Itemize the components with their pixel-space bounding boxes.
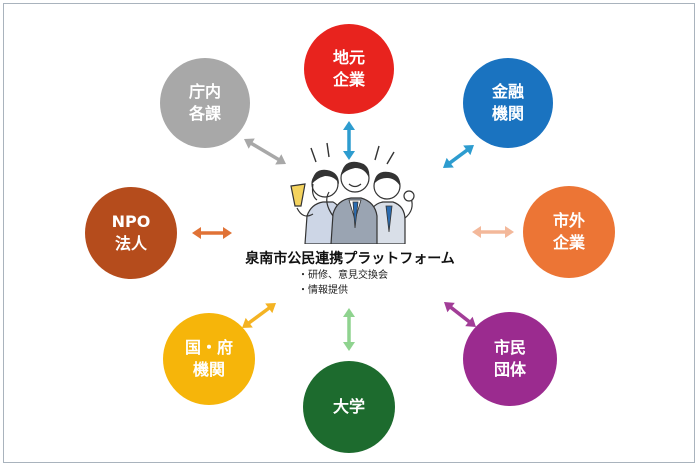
three-people-cheering-icon xyxy=(290,142,415,244)
node-government: 国・府機関 xyxy=(163,313,255,405)
node-label: 機関 xyxy=(192,360,225,379)
double-arrow-npo xyxy=(192,227,232,239)
node-label: 市民 xyxy=(493,338,526,357)
node-citizen-groups: 市民団体 xyxy=(463,312,557,406)
node-label: 企業 xyxy=(552,233,585,252)
node-university: 大学 xyxy=(303,361,395,453)
node-label: 大学 xyxy=(332,397,365,416)
node-label: 金融 xyxy=(491,82,524,101)
platform-activity-item: ・情報提供 xyxy=(298,285,348,296)
node-outside-business: 市外企業 xyxy=(523,186,615,278)
node-internal: 庁内各課 xyxy=(160,58,250,148)
node-npo: NPO 法人 xyxy=(85,187,177,279)
node-financial: 金融機関 xyxy=(463,58,553,148)
double-arrow-government xyxy=(242,303,276,328)
double-arrow-university xyxy=(343,308,355,351)
node-label: 各課 xyxy=(188,104,221,123)
double-arrow-outside-business xyxy=(472,226,514,238)
double-arrow-internal xyxy=(244,138,286,165)
node-label: NPO xyxy=(111,212,151,231)
node-label: 国・府 xyxy=(184,338,233,357)
node-label: 機関 xyxy=(491,104,524,123)
node-label: 地元 xyxy=(332,48,365,67)
node-label: 法人 xyxy=(114,234,147,253)
node-label: 団体 xyxy=(493,360,526,379)
double-arrow-citizen-groups xyxy=(444,302,476,327)
double-arrow-financial xyxy=(443,145,474,168)
platform-activity-item: ・研修、意見交換会 xyxy=(298,270,388,281)
node-label: 庁内 xyxy=(188,82,221,101)
double-arrow-local-business xyxy=(343,121,355,160)
platform-activities: ・研修、意見交換会 ・情報提供 xyxy=(298,268,388,298)
node-local-business: 地元企業 xyxy=(304,24,394,114)
node-label: 企業 xyxy=(332,70,365,89)
platform-title: 泉南市公民連携プラットフォーム xyxy=(245,251,455,267)
node-label: 市外 xyxy=(552,211,585,230)
